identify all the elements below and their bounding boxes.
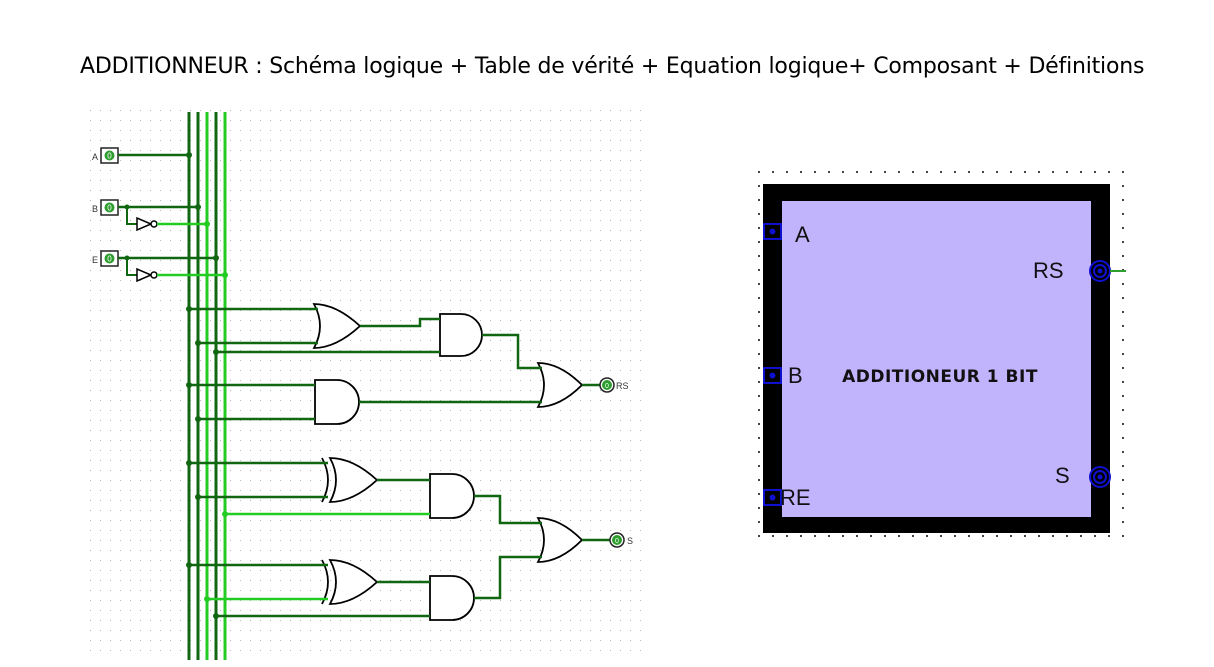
pin-b-label: B xyxy=(788,363,803,388)
input-b-value: 0 xyxy=(107,204,112,213)
output-rs-label: RS xyxy=(616,381,629,391)
input-b-pin xyxy=(104,202,115,213)
pin-re[interactable] xyxy=(763,489,782,506)
and-gate-1 xyxy=(439,313,483,357)
input-b[interactable]: B 0 xyxy=(92,199,119,216)
component-block: ADDITIONEUR 1 BIT A B RE RS S xyxy=(746,168,1131,540)
input-a-value: 0 xyxy=(107,152,112,161)
page-title: ADDITIONNEUR : Schéma logique + Table de… xyxy=(80,54,1145,79)
and-gate-3 xyxy=(429,473,475,519)
not-gate-e xyxy=(136,267,158,283)
pin-b[interactable] xyxy=(763,367,782,384)
input-e[interactable]: E 0 xyxy=(92,250,119,267)
output-rs-pin xyxy=(602,380,612,390)
output-rs-value: 0 xyxy=(605,383,609,390)
component-body xyxy=(782,201,1091,517)
output-s-label: S xyxy=(627,536,633,546)
input-e-pin xyxy=(104,253,115,264)
output-s-pin xyxy=(612,535,622,545)
input-e-value: 0 xyxy=(107,255,112,264)
input-a-label: A xyxy=(92,152,98,162)
input-b-label: B xyxy=(92,204,98,214)
or-gate-s xyxy=(536,517,584,563)
pin-rs-label: RS xyxy=(1033,258,1064,283)
pin-a-label: A xyxy=(795,222,810,247)
pin-rs[interactable] xyxy=(1089,260,1111,282)
output-s-value: 0 xyxy=(615,538,619,545)
and-gate-4 xyxy=(429,575,475,621)
or-gate-rs xyxy=(536,362,584,408)
not-gate-b xyxy=(136,216,158,232)
or-gate-1 xyxy=(312,303,362,349)
output-s: 0 S xyxy=(609,532,633,548)
xor-gate-1 xyxy=(321,457,379,503)
input-a-pin xyxy=(104,150,115,161)
xor-gate-2 xyxy=(321,559,379,605)
component-title: ADDITIONEUR 1 BIT xyxy=(842,367,1038,387)
pin-s[interactable] xyxy=(1089,466,1111,488)
output-rs: 0 RS xyxy=(599,377,629,393)
pin-re-label: RE xyxy=(780,485,811,510)
logic-schematic: A 0 B 0 E 0 xyxy=(90,105,646,660)
input-e-label: E xyxy=(92,255,98,265)
pin-s-label: S xyxy=(1055,463,1070,488)
and-gate-2 xyxy=(314,379,360,425)
pin-a[interactable] xyxy=(763,223,782,240)
